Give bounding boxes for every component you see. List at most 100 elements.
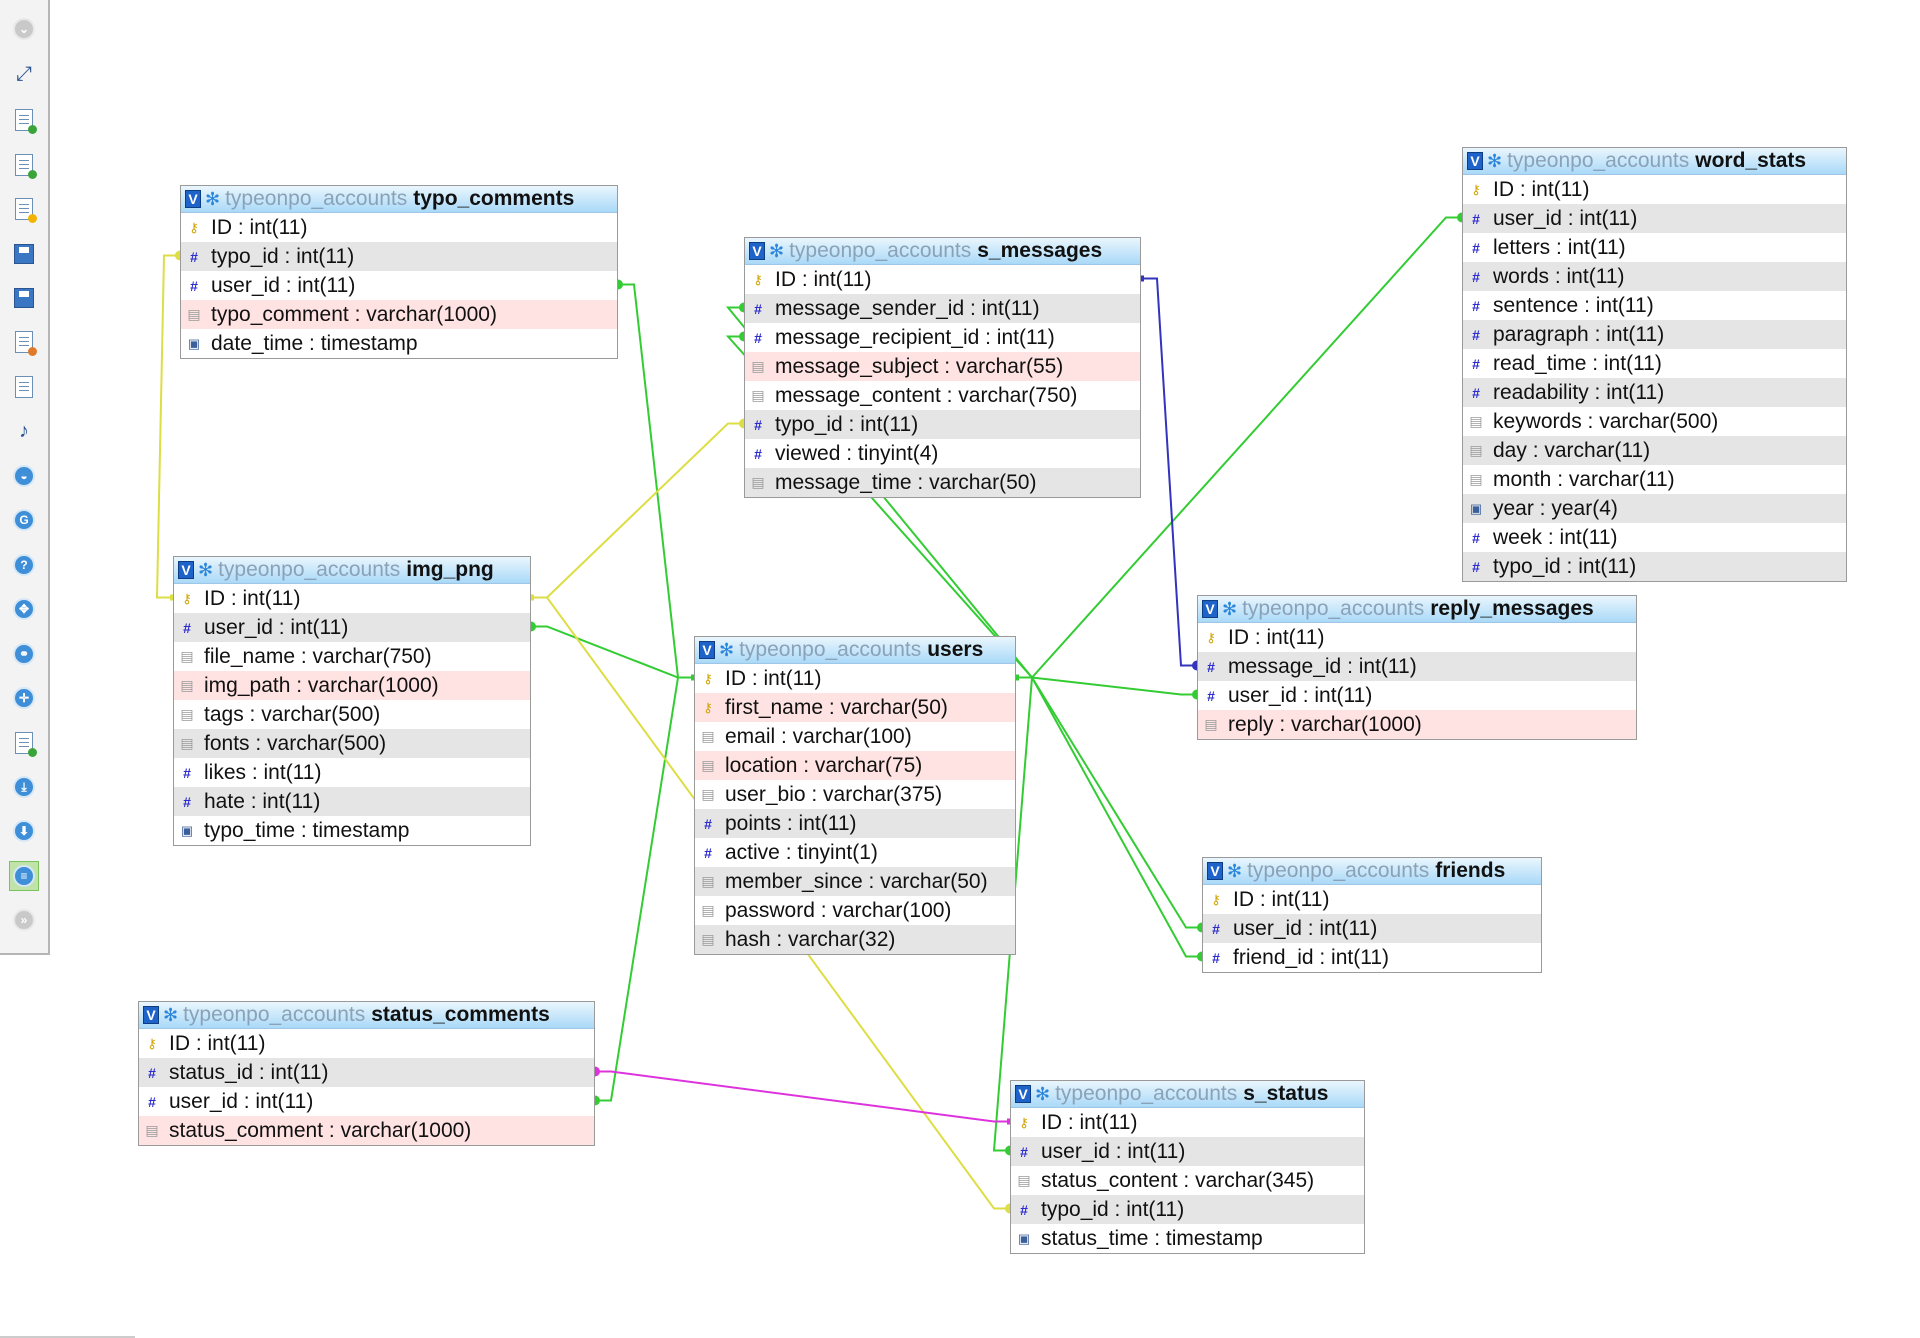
column-row[interactable]: ▤tags : varchar(500)	[174, 700, 530, 729]
build-query-button[interactable]: ≡	[9, 861, 39, 891]
column-row[interactable]: #typo_id : int(11)	[1011, 1195, 1364, 1224]
column-row[interactable]: #message_recipient_id : int(11)	[745, 323, 1140, 352]
column-row[interactable]: ▤status_comment : varchar(1000)	[139, 1116, 594, 1145]
gear-icon[interactable]: ✻	[198, 560, 214, 580]
toggle-columns-icon[interactable]: V	[699, 641, 715, 659]
column-row[interactable]: ⚷ID : int(11)	[1203, 885, 1541, 914]
gear-icon[interactable]: ✻	[719, 640, 735, 660]
column-row[interactable]: ▤status_content : varchar(345)	[1011, 1166, 1364, 1195]
column-row[interactable]: ⚷ID : int(11)	[745, 265, 1140, 294]
column-row[interactable]: #words : int(11)	[1463, 262, 1846, 291]
import-export-button[interactable]	[9, 728, 39, 758]
column-row[interactable]: ▤user_bio : varchar(375)	[695, 780, 1015, 809]
toggle-columns-icon[interactable]: V	[143, 1006, 159, 1024]
column-row[interactable]: #user_id : int(11)	[1463, 204, 1846, 233]
angular-links-button[interactable]: G	[9, 505, 39, 535]
add-tables-button[interactable]	[9, 105, 39, 135]
column-row[interactable]: #hate : int(11)	[174, 787, 530, 816]
relation-line[interactable]	[1016, 676, 1202, 929]
column-row[interactable]: #points : int(11)	[695, 809, 1015, 838]
choose-column-button[interactable]: ✛	[9, 683, 39, 713]
collapse-menu-button[interactable]: »	[9, 905, 39, 935]
column-row[interactable]: ▣status_time : timestamp	[1011, 1224, 1364, 1253]
relation-line[interactable]	[595, 676, 694, 1102]
column-row[interactable]: ▤hash : varchar(32)	[695, 925, 1015, 954]
column-row[interactable]: #sentence : int(11)	[1463, 291, 1846, 320]
column-row[interactable]: ▤reply : varchar(1000)	[1198, 710, 1636, 739]
toggle-relation-lines-button[interactable]: ♪	[9, 416, 39, 446]
gear-icon[interactable]: ✻	[1035, 1084, 1051, 1104]
relation-line[interactable]	[618, 283, 694, 679]
column-row[interactable]: ⚷ID : int(11)	[695, 664, 1015, 693]
column-row[interactable]: ▤fonts : varchar(500)	[174, 729, 530, 758]
column-row[interactable]: ▤message_time : varchar(50)	[745, 468, 1140, 497]
column-row[interactable]: #paragraph : int(11)	[1463, 320, 1846, 349]
column-row[interactable]: #message_id : int(11)	[1198, 652, 1636, 681]
gear-icon[interactable]: ✻	[205, 189, 221, 209]
relation-line[interactable]	[531, 422, 744, 599]
column-row[interactable]: ▤img_path : varchar(1000)	[174, 671, 530, 700]
column-row[interactable]: #readability : int(11)	[1463, 378, 1846, 407]
relation-line[interactable]	[155, 254, 180, 599]
column-row[interactable]: #user_id : int(11)	[181, 271, 617, 300]
column-row[interactable]: ▤keywords : varchar(500)	[1463, 407, 1846, 436]
gear-icon[interactable]: ✻	[163, 1005, 179, 1025]
column-row[interactable]: ▣typo_time : timestamp	[174, 816, 530, 845]
toggle-columns-icon[interactable]: V	[1467, 152, 1483, 170]
column-row[interactable]: ▣year : year(4)	[1463, 494, 1846, 523]
move-menu-button[interactable]: ⤓	[9, 772, 39, 802]
relation-line[interactable]	[531, 625, 694, 679]
delete-page-button[interactable]	[9, 327, 39, 357]
new-page-button[interactable]	[9, 150, 39, 180]
column-row[interactable]: #user_id : int(11)	[1203, 914, 1541, 943]
column-row[interactable]: ⚷ID : int(11)	[174, 584, 530, 613]
column-row[interactable]: #user_id : int(11)	[139, 1087, 594, 1116]
column-row[interactable]: ⚷ID : int(11)	[181, 213, 617, 242]
column-row[interactable]: #likes : int(11)	[174, 758, 530, 787]
toggle-small-big-button[interactable]: ◒	[9, 461, 39, 491]
column-row[interactable]: #status_id : int(11)	[139, 1058, 594, 1087]
relation-line[interactable]	[1141, 277, 1197, 667]
snap-to-grid-button[interactable]: ✥	[9, 594, 39, 624]
gear-icon[interactable]: ✻	[1487, 151, 1503, 171]
column-row[interactable]: #friend_id : int(11)	[1203, 943, 1541, 972]
gear-icon[interactable]: ✻	[1222, 599, 1238, 619]
column-row[interactable]: ▤message_content : varchar(750)	[745, 381, 1140, 410]
gear-icon[interactable]: ✻	[769, 241, 785, 261]
column-row[interactable]: ⚷ID : int(11)	[139, 1029, 594, 1058]
toggle-columns-icon[interactable]: V	[185, 190, 201, 208]
save-as-button[interactable]	[9, 283, 39, 313]
relation-line[interactable]	[1016, 676, 1202, 958]
column-row[interactable]: #message_sender_id : int(11)	[745, 294, 1140, 323]
column-row[interactable]: #week : int(11)	[1463, 523, 1846, 552]
column-row[interactable]: #letters : int(11)	[1463, 233, 1846, 262]
column-row[interactable]: ▤file_name : varchar(750)	[174, 642, 530, 671]
toggle-menu-button[interactable]: ⌄	[9, 14, 39, 44]
toggle-columns-icon[interactable]: V	[178, 561, 194, 579]
create-relationship-button[interactable]: ⚭	[9, 639, 39, 669]
relation-line[interactable]	[1016, 676, 1197, 696]
edit-page-button[interactable]	[9, 194, 39, 224]
fullscreen-button[interactable]: ⤢	[9, 59, 39, 89]
column-row[interactable]: #typo_id : int(11)	[745, 410, 1140, 439]
toggle-table-list-button[interactable]	[9, 372, 39, 402]
save-button[interactable]	[9, 239, 39, 269]
column-row[interactable]: #viewed : tinyint(4)	[745, 439, 1140, 468]
column-row[interactable]: ▤email : varchar(100)	[695, 722, 1015, 751]
toggle-columns-icon[interactable]: V	[1207, 862, 1223, 880]
